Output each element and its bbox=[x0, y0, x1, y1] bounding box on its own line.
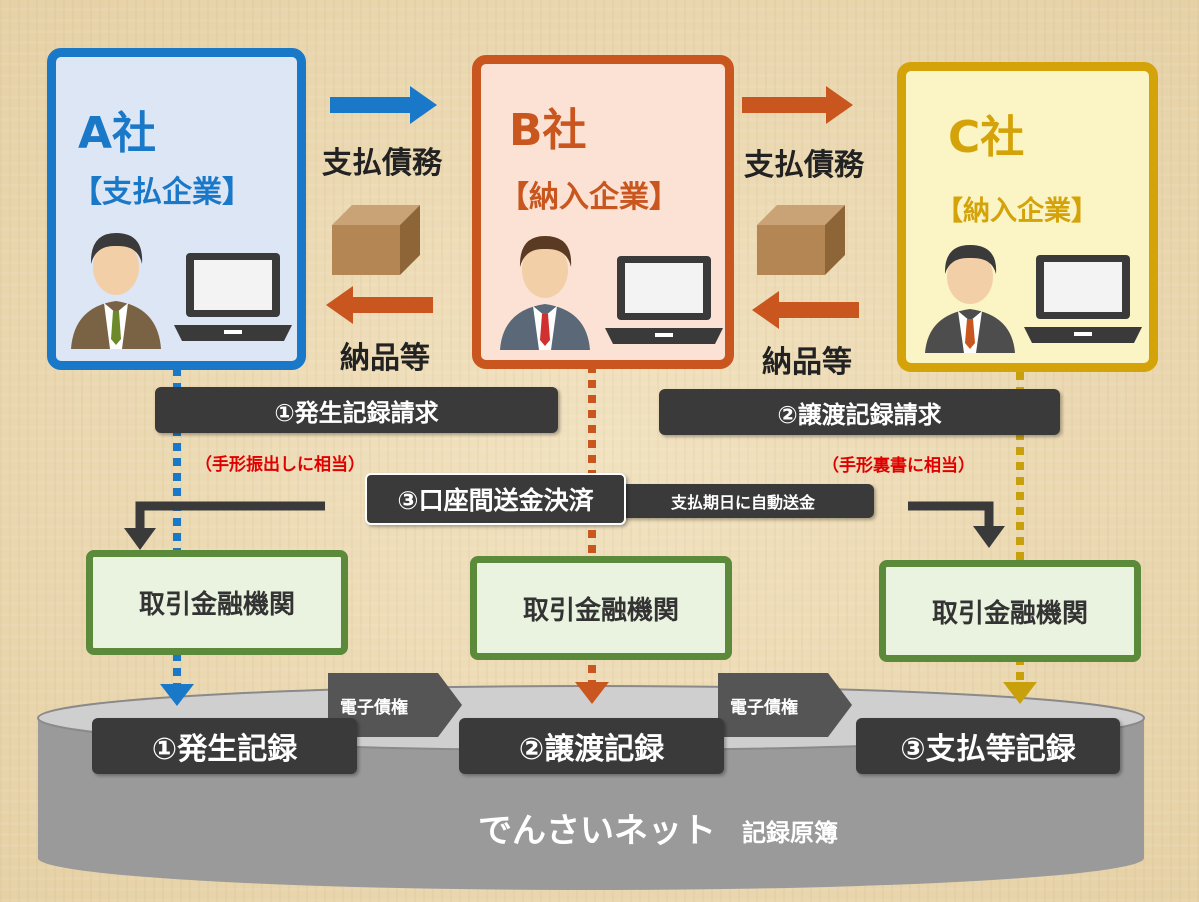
delivery-label-cb: 納品等 bbox=[762, 345, 852, 380]
settlement-arrowhead-right bbox=[973, 526, 1005, 548]
payment-label-ab: 支払債務 bbox=[322, 146, 442, 181]
package-icon-bc bbox=[757, 205, 845, 275]
delivery-arrow-cb bbox=[752, 291, 859, 329]
issue-request-box: ①発生記録請求 bbox=[155, 387, 558, 433]
package-icon-ab bbox=[332, 205, 420, 275]
laptop-icon-b bbox=[605, 256, 723, 344]
c-record-arrowhead bbox=[1003, 682, 1037, 704]
bank-box-b: 取引金融機関 bbox=[470, 556, 732, 660]
transfer-request-box: ②譲渡記録請求 bbox=[659, 389, 1060, 435]
company-c-name: C社 bbox=[948, 112, 1025, 163]
bank-box-a: 取引金融機関 bbox=[86, 550, 348, 655]
b-record-arrowhead bbox=[575, 682, 609, 704]
laptop-icon-a bbox=[174, 253, 292, 341]
registry-cylinder bbox=[37, 685, 1145, 890]
settlement-note-box: 支払期日に自動送金 bbox=[612, 484, 874, 518]
company-a-name: A社 bbox=[78, 108, 157, 159]
company-c-card: C社 【納入企業】 bbox=[897, 62, 1158, 372]
transfer-request-note: （手形裏書に相当） bbox=[822, 456, 975, 476]
electronic-claim-tag-2: 電子債権 bbox=[730, 697, 798, 718]
transfer-record-box: ②譲渡記録 bbox=[459, 718, 724, 774]
settlement-arrow-left bbox=[135, 501, 325, 530]
payment-label-bc: 支払債務 bbox=[744, 148, 864, 183]
registry-subtitle: 記録原簿 bbox=[742, 819, 838, 847]
businessman-icon-a bbox=[71, 233, 161, 349]
payment-arrow-ab bbox=[330, 86, 437, 124]
bank-box-c: 取引金融機関 bbox=[879, 560, 1141, 662]
settlement-arrow-right bbox=[908, 501, 994, 528]
company-b-name: B社 bbox=[509, 105, 587, 156]
company-a-role: 【支払企業】 bbox=[72, 175, 252, 210]
company-b-role: 【納入企業】 bbox=[499, 180, 679, 215]
company-b-card: B社 【納入企業】 bbox=[472, 55, 734, 369]
issue-record-box: ①発生記録 bbox=[92, 718, 357, 774]
payment-record-box: ③支払等記録 bbox=[856, 718, 1120, 774]
delivery-arrow-ba bbox=[326, 286, 433, 324]
claim-tag-shape-1 bbox=[328, 673, 462, 737]
settlement-box: ③口座間送金決済 bbox=[365, 473, 626, 525]
settlement-arrowhead-left bbox=[124, 528, 156, 550]
company-c-role: 【納入企業】 bbox=[936, 196, 1098, 227]
a-record-arrowhead bbox=[160, 684, 194, 706]
company-a-card: A社 【支払企業】 bbox=[47, 48, 306, 370]
delivery-label-ba: 納品等 bbox=[340, 341, 430, 376]
claim-tag-shape-2 bbox=[718, 673, 852, 737]
issue-request-note: （手形振出しに相当） bbox=[195, 455, 365, 475]
registry-name: でんさいネット bbox=[478, 811, 716, 851]
electronic-claim-tag-1: 電子債権 bbox=[340, 697, 408, 718]
payment-arrow-bc bbox=[742, 86, 853, 124]
businessman-icon-c bbox=[925, 245, 1015, 353]
businessman-icon-b bbox=[500, 236, 590, 350]
laptop-icon-c bbox=[1024, 255, 1142, 343]
